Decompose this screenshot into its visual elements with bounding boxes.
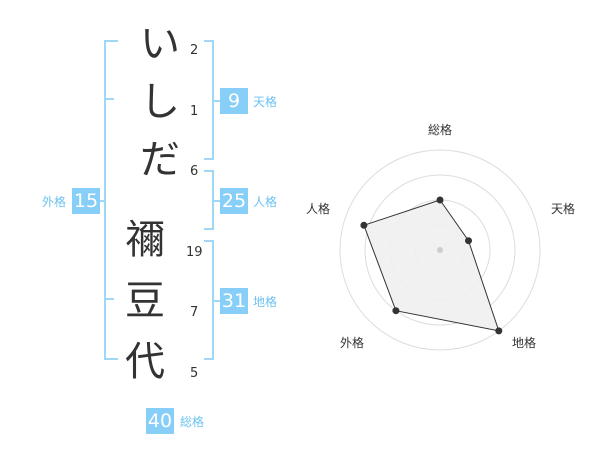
chikaku-value: 31 xyxy=(220,288,248,314)
radar-point-1 xyxy=(436,196,444,204)
jinkaku-label: 人格 xyxy=(253,195,278,209)
tenkaku-label: 天格 xyxy=(253,95,278,109)
soukaku-label: 総格 xyxy=(180,415,205,429)
radar-axis-label-gaikaku: 外格 xyxy=(340,335,364,350)
stroke-count-6: 5 xyxy=(190,366,199,381)
name-char-4: 禰 xyxy=(125,217,165,263)
name-char-1: い xyxy=(140,21,180,67)
gaikaku-bracket-tick-2 xyxy=(104,298,114,300)
radar-point-2 xyxy=(465,237,472,245)
soukaku-value: 40 xyxy=(146,408,174,434)
tenkaku-value: 9 xyxy=(220,88,248,114)
radar-point-5 xyxy=(360,221,368,229)
radar-center-dot xyxy=(437,247,443,253)
name-char-6: 代 xyxy=(125,339,165,385)
tenkaku-bracket-top xyxy=(204,40,214,42)
gaikaku-bracket-mid xyxy=(97,200,105,202)
gaikaku-label: 外格 xyxy=(42,195,67,209)
chikaku-label: 地格 xyxy=(253,295,278,309)
radar-axis-label-tenkaku: 天格 xyxy=(551,201,575,216)
radar-axis-label-jinkaku: 人格 xyxy=(306,201,330,216)
gaikaku-value: 15 xyxy=(72,188,100,214)
name-char-2: し xyxy=(140,79,180,125)
jinkaku-bracket-bottom xyxy=(204,228,214,230)
radar-area xyxy=(363,199,500,332)
chikaku-bracket-top xyxy=(204,240,214,242)
stroke-count-2: 1 xyxy=(190,104,199,119)
jinkaku-bracket-top xyxy=(204,170,214,172)
tenkaku-bracket-bottom xyxy=(204,158,214,160)
stroke-count-3: 6 xyxy=(190,164,199,179)
name-char-5: 豆 xyxy=(125,278,165,324)
stroke-count-4: 19 xyxy=(186,245,203,260)
radar-point-4 xyxy=(392,307,400,315)
gaikaku-bracket-vertical xyxy=(104,40,106,360)
gaikaku-bracket-bottom xyxy=(104,358,118,360)
radar-ring-3 xyxy=(364,174,516,326)
gaikaku-bracket-top xyxy=(104,40,118,42)
radar-points xyxy=(360,196,503,335)
jinkaku-value: 25 xyxy=(220,188,248,214)
stroke-count-1: 2 xyxy=(190,43,199,58)
gaikaku-bracket-tick-1 xyxy=(104,98,114,100)
radar-axis-label-soukaku: 総格 xyxy=(428,122,452,137)
name-char-3: だ xyxy=(140,137,180,183)
chikaku-bracket-bottom xyxy=(204,358,214,360)
chikaku-bracket-mid xyxy=(212,300,222,302)
radar-ring-4 xyxy=(339,149,541,351)
stroke-count-5: 7 xyxy=(190,305,199,320)
radar-point-3 xyxy=(495,327,503,335)
radar-axis-label-chikaku: 地格 xyxy=(512,335,536,350)
jinkaku-bracket-mid xyxy=(212,200,222,202)
tenkaku-bracket-mid xyxy=(212,100,222,102)
